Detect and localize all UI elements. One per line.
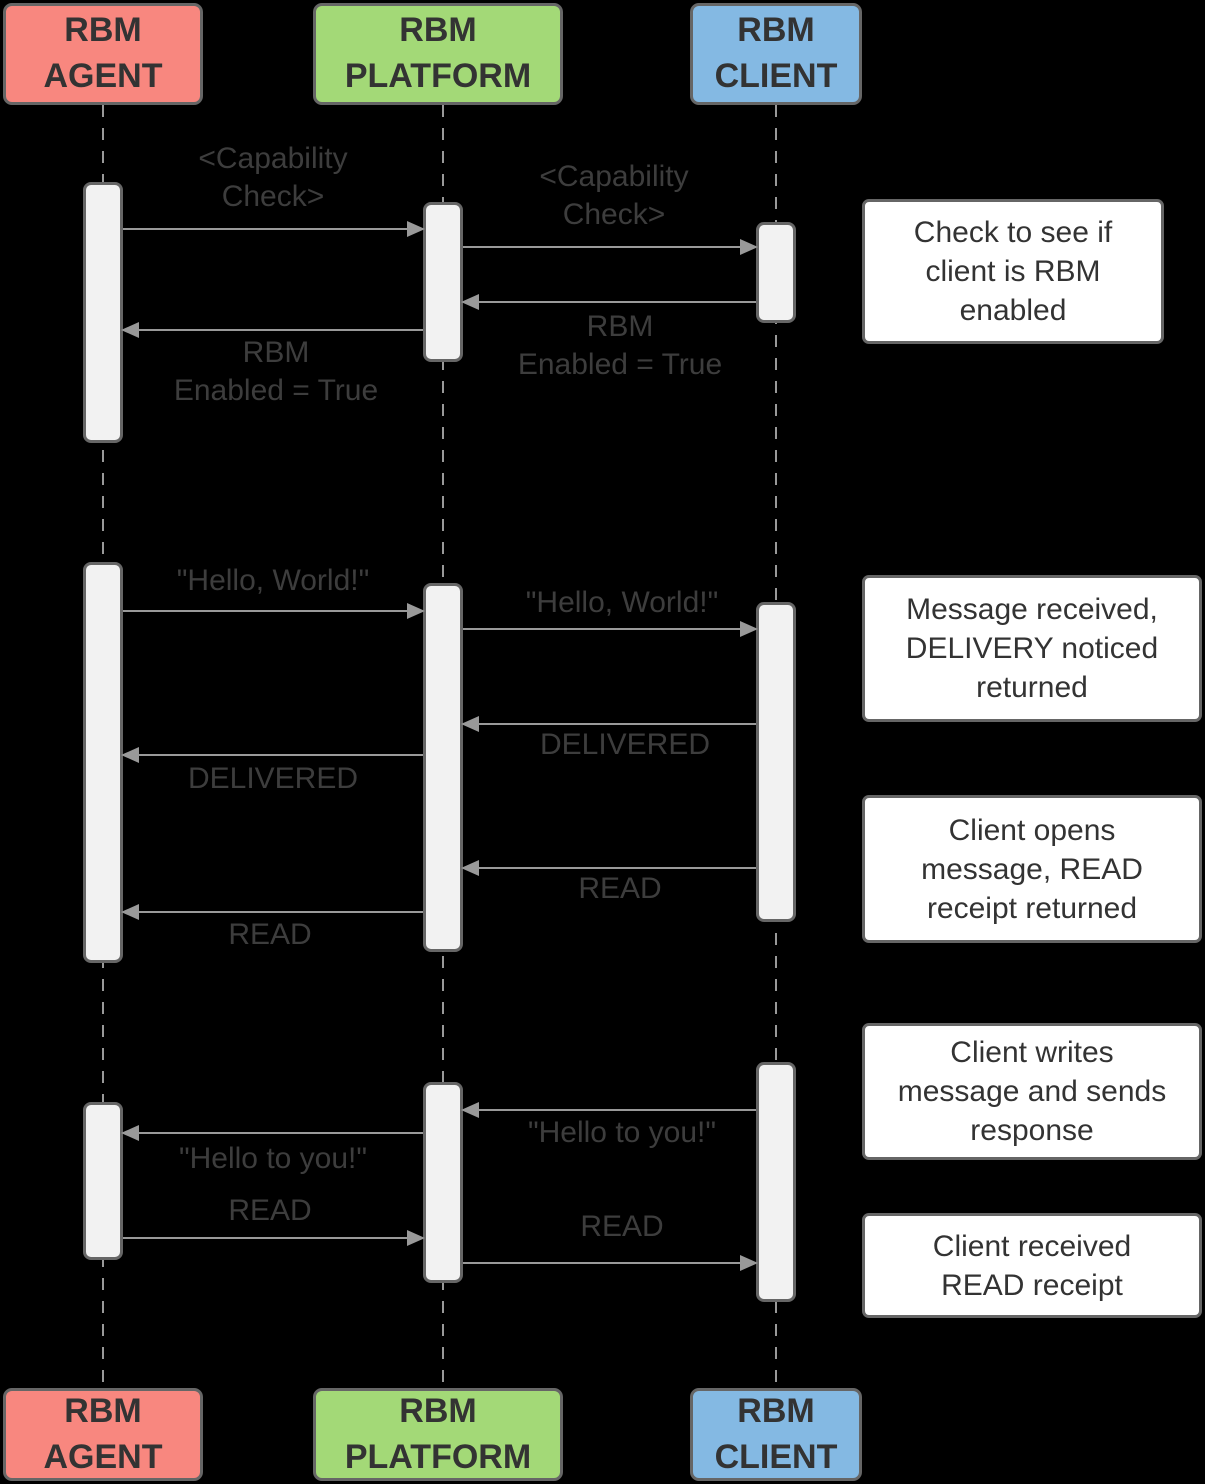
activation-bar-client-1 xyxy=(756,222,796,323)
activation-bar-platform-2 xyxy=(423,583,463,952)
arrowhead-icon xyxy=(461,1102,479,1118)
message-label-rbm-enabled-left: RBM Enabled = True xyxy=(173,336,379,407)
arrowhead-icon xyxy=(121,322,139,338)
arrowhead-icon xyxy=(740,621,758,637)
note-delivery-notice: Message received, DELIVERY noticed retur… xyxy=(862,575,1202,722)
actor-label: RBM PLATFORM xyxy=(344,11,532,95)
activation-bar-platform-3 xyxy=(423,1082,463,1283)
note-read-receipt-returned: Client opens message, READ receipt retur… xyxy=(862,795,1202,943)
message-label-capability-check-right: <Capability Check> xyxy=(539,160,689,231)
arrow-hello-you-client-to-platform xyxy=(461,1102,756,1118)
message-label-read-right: READ xyxy=(578,872,662,905)
message-label-read-bottom-left: READ xyxy=(228,1194,312,1227)
message-label-hello-you-left: "Hello to you!" xyxy=(178,1142,368,1175)
arrow-hello-world-agent-to-platform xyxy=(123,603,425,619)
actor-label: RBM AGENT xyxy=(43,1391,163,1476)
arrow-enabled-platform-to-agent xyxy=(121,322,423,338)
message-label-rbm-enabled-right: RBM Enabled = True xyxy=(517,310,723,381)
arrow-delivered-platform-to-agent xyxy=(121,747,423,763)
note-capability-check: Check to see if client is RBM enabled xyxy=(862,199,1164,344)
arrowhead-icon xyxy=(407,221,425,237)
arrow-capability-agent-to-platform xyxy=(123,221,425,237)
message-label-delivered-right: DELIVERED xyxy=(539,728,711,761)
arrow-hello-world-platform-to-client xyxy=(463,621,758,637)
activation-bar-agent-2 xyxy=(83,562,123,963)
arrowhead-icon xyxy=(407,603,425,619)
actor-label: RBM CLIENT xyxy=(714,1391,838,1476)
activation-bar-client-2 xyxy=(756,602,796,922)
arrow-read-client-to-platform xyxy=(461,860,756,876)
actor-label: RBM AGENT xyxy=(43,11,163,95)
arrowhead-icon xyxy=(121,1125,139,1141)
arrowhead-icon xyxy=(461,294,479,310)
actor-box-rbm-agent-bottom: RBM AGENT xyxy=(3,1388,203,1481)
arrowhead-icon xyxy=(461,860,479,876)
message-label-delivered-left: DELIVERED xyxy=(187,762,359,795)
arrow-enabled-client-to-platform xyxy=(461,294,756,310)
arrowhead-icon xyxy=(407,1230,425,1246)
arrow-read-agent-to-platform xyxy=(123,1230,425,1246)
activation-bar-agent-3 xyxy=(83,1102,123,1260)
arrow-read-platform-to-agent xyxy=(121,904,423,920)
actor-box-rbm-client-bottom: RBM CLIENT xyxy=(690,1388,862,1481)
note-client-response: Client writes message and sends response xyxy=(862,1023,1202,1160)
arrowhead-icon xyxy=(121,904,139,920)
actor-box-rbm-agent-top: RBM AGENT xyxy=(3,3,203,105)
arrowhead-icon xyxy=(461,716,479,732)
message-label-hello-you-right: "Hello to you!" xyxy=(527,1116,717,1149)
arrow-delivered-client-to-platform xyxy=(461,716,756,732)
arrow-read-platform-to-client xyxy=(463,1255,758,1271)
arrow-capability-platform-to-client xyxy=(463,239,758,255)
activation-bar-platform-1 xyxy=(423,202,463,362)
message-label-read-bottom-right: READ xyxy=(580,1210,664,1243)
actor-label: RBM CLIENT xyxy=(714,11,838,95)
message-label-read-left: READ xyxy=(228,918,312,951)
arrowhead-icon xyxy=(740,1255,758,1271)
arrowhead-icon xyxy=(740,239,758,255)
actor-label: RBM PLATFORM xyxy=(344,1391,532,1476)
actor-box-rbm-client-top: RBM CLIENT xyxy=(690,3,862,105)
message-label-hello-world-left: "Hello, World!" xyxy=(176,564,370,597)
actor-box-rbm-platform-top: RBM PLATFORM xyxy=(313,3,563,105)
message-label-hello-world-right: "Hello, World!" xyxy=(525,586,719,619)
message-label-capability-check-left: <Capability Check> xyxy=(198,142,348,213)
activation-bar-agent-1 xyxy=(83,182,123,443)
arrow-hello-you-platform-to-agent xyxy=(121,1125,423,1141)
activation-bar-client-3 xyxy=(756,1062,796,1302)
note-client-received-read: Client received READ receipt xyxy=(862,1213,1202,1318)
actor-box-rbm-platform-bottom: RBM PLATFORM xyxy=(313,1388,563,1481)
arrowhead-icon xyxy=(121,747,139,763)
